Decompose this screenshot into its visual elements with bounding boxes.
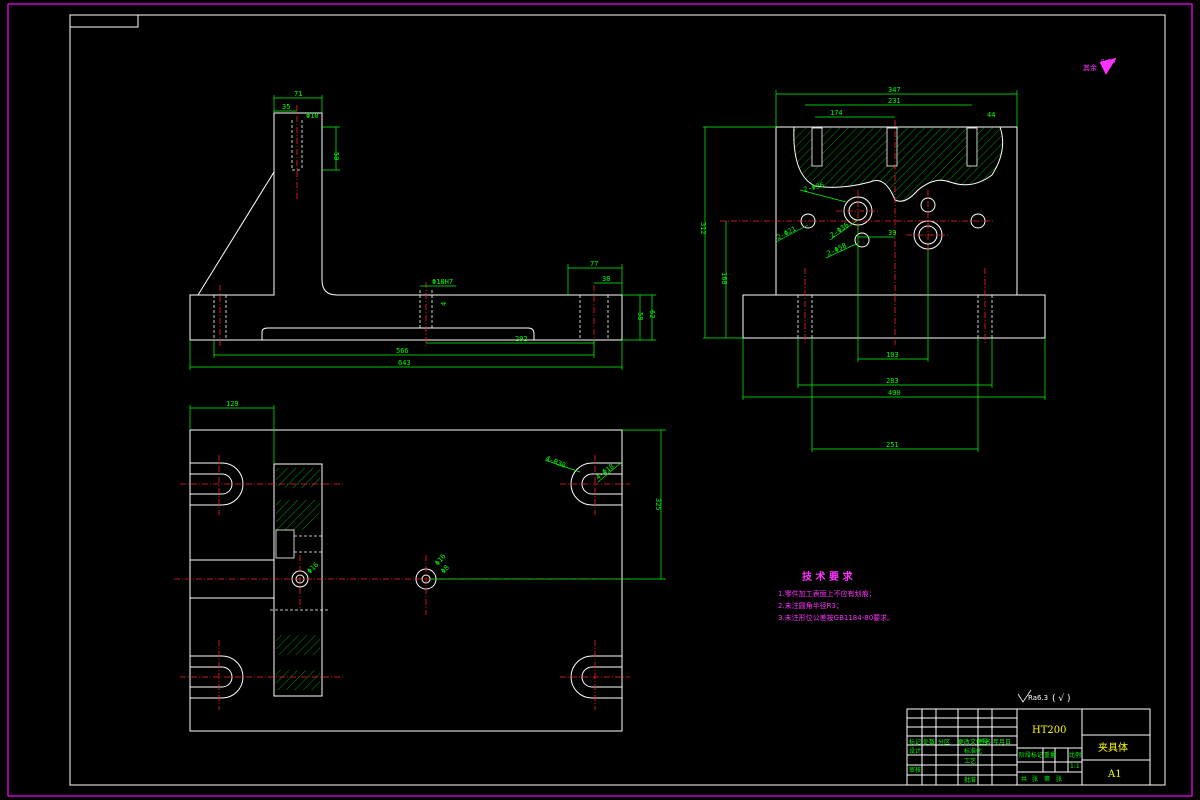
tech-req-item-2: 2.未注圆角半径R3； bbox=[778, 601, 843, 610]
tb-sheets-b: 张 bbox=[1056, 775, 1062, 783]
dim-566: 566 bbox=[396, 347, 409, 355]
dim-phi10: Φ10 bbox=[306, 112, 319, 120]
dim-231: 231 bbox=[888, 97, 901, 105]
dim-643: 643 bbox=[398, 359, 411, 367]
dim-phi16-a: Φ16 bbox=[306, 561, 321, 576]
tb-scale-label: 比例 bbox=[1069, 751, 1081, 759]
tb-material: HT200 bbox=[1032, 725, 1066, 736]
tb-weight: 重量 bbox=[1044, 751, 1056, 759]
side-view-section-hatch bbox=[793, 127, 1003, 202]
tb-approve: 批准 bbox=[964, 776, 976, 784]
front-view: 71 35 Φ10 50 Φ18H7 4 77 38 58 62 566 292… bbox=[189, 90, 656, 370]
dim-38: 38 bbox=[602, 275, 610, 283]
tb-review: 审核 bbox=[909, 766, 921, 774]
tb-mark: 标记 bbox=[909, 738, 921, 746]
dim-phi18h7: Φ18H7 bbox=[432, 278, 453, 286]
tb-count: 处数 bbox=[923, 738, 935, 746]
dim-4-phi18: 4-Φ18 bbox=[594, 462, 616, 481]
tb-standard: 标准化 bbox=[964, 747, 982, 755]
tech-req-item-1: 1.零件加工表面上不应有划痕； bbox=[778, 589, 876, 598]
technical-requirements: 技 术 要 求 1.零件加工表面上不应有划痕； 2.未注圆角半径R3； 3.未注… bbox=[778, 570, 894, 622]
front-view-outline bbox=[189, 112, 623, 341]
tb-process: 工艺 bbox=[964, 757, 976, 765]
dim-2-phi58: 2-Φ58 bbox=[825, 242, 847, 258]
dim-2-phi36-a: 2-Φ36 bbox=[803, 181, 825, 194]
roughness-corner-note: 其余 Ra6.3 bbox=[1083, 57, 1117, 75]
inner-border bbox=[69, 14, 1166, 786]
outer-border bbox=[7, 3, 1193, 797]
dim-phi8: Φ8 bbox=[439, 564, 451, 576]
tb-sheets-a: 张 bbox=[1032, 775, 1038, 783]
tb-scale: 1:1 bbox=[1070, 763, 1080, 770]
roughness-general-value: Ra6.3 bbox=[1028, 694, 1048, 702]
top-view: 129 325 4-R30 4-Φ18 Φ16 Φ16 Φ8 bbox=[174, 400, 666, 732]
dim-129: 129 bbox=[226, 400, 239, 408]
dim-490: 490 bbox=[888, 389, 901, 397]
corner-box bbox=[69, 14, 139, 28]
roughness-value: Ra6.3 bbox=[1101, 59, 1115, 65]
tb-design: 设计 bbox=[909, 747, 921, 755]
tb-change-doc: 更改文件号 bbox=[958, 738, 988, 746]
dim-168: 168 bbox=[720, 272, 728, 285]
dim-312: 312 bbox=[699, 222, 707, 235]
dim-251: 251 bbox=[886, 441, 899, 449]
dim-50: 50 bbox=[332, 152, 340, 160]
dim-2-phi21: 2-Φ21 bbox=[775, 225, 797, 242]
dim-77: 77 bbox=[590, 260, 598, 268]
dim-2-phi36-b: 2-Φ36 bbox=[829, 221, 851, 240]
tb-zone: 分区 bbox=[938, 738, 950, 746]
dim-62: 62 bbox=[648, 310, 656, 318]
dim-44: 44 bbox=[987, 111, 995, 119]
tb-no: 第 bbox=[1044, 775, 1050, 783]
tech-req-item-3: 3.未注形位公差按GB1184-80要求。 bbox=[778, 613, 894, 622]
dim-58: 58 bbox=[636, 312, 644, 320]
dim-39: 39 bbox=[888, 229, 896, 237]
tb-total: 共 bbox=[1021, 775, 1027, 783]
dim-4: 4 bbox=[440, 302, 448, 306]
side-view: 347 231 174 44 312 168 39 103 283 490 25… bbox=[699, 86, 1046, 452]
dim-174: 174 bbox=[830, 109, 843, 117]
tb-date: 年月日 bbox=[993, 738, 1011, 746]
tb-part-name: 夹具体 bbox=[1098, 741, 1128, 754]
dim-71: 71 bbox=[294, 90, 302, 98]
dim-103: 103 bbox=[886, 351, 899, 359]
top-view-outline bbox=[189, 429, 623, 732]
roughness-label: 其余 bbox=[1083, 63, 1097, 72]
tb-sign: 签名 bbox=[979, 738, 991, 746]
roughness-general-symbol: ( √ ) bbox=[1052, 693, 1070, 704]
title-block: 标记 处数 分区 更改文件号 签名 年月日 设计 标准化 审核 工艺 批准 HT… bbox=[906, 708, 1151, 786]
tb-sheet-size: A1 bbox=[1107, 769, 1122, 780]
dim-292: 292 bbox=[515, 335, 528, 343]
tb-stage: 阶段标记 bbox=[1019, 751, 1043, 759]
tech-req-title: 技 术 要 求 bbox=[802, 570, 853, 583]
dim-347: 347 bbox=[888, 86, 901, 94]
general-roughness-note: Ra6.3 ( √ ) bbox=[1017, 689, 1070, 704]
dim-35: 35 bbox=[282, 103, 290, 111]
dim-4-r30: 4-R30 bbox=[544, 454, 567, 469]
dim-325: 325 bbox=[654, 498, 662, 511]
dim-283: 283 bbox=[886, 377, 899, 385]
